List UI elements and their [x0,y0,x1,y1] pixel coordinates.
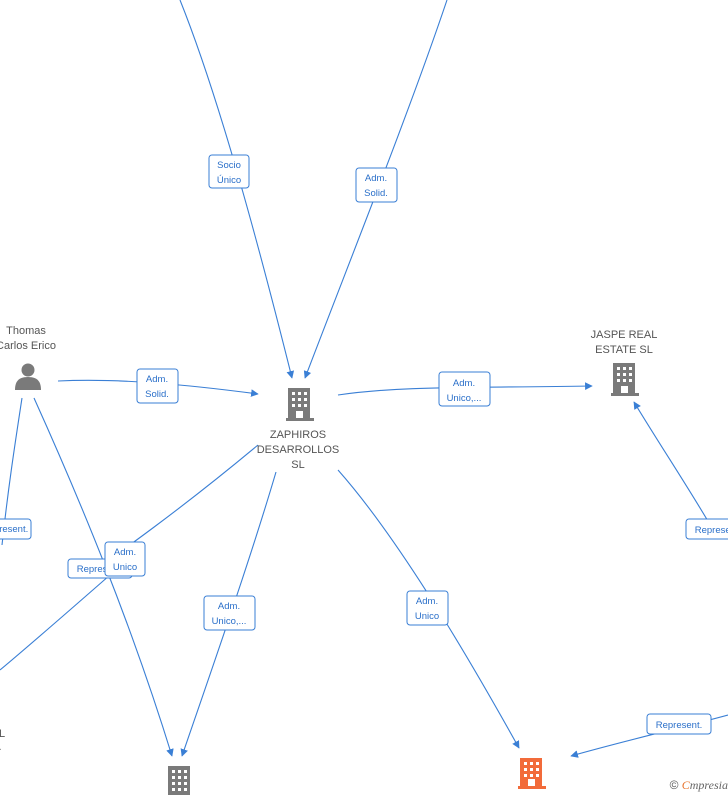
zaphiros-node[interactable]: ZAPHIROS DESARROLLOS SL [257,388,340,471]
edge-label-line: Unico [415,611,439,622]
zaphiros-line3: SL [291,459,304,471]
edge-label-line: Adm. [453,378,475,389]
edge-represent-left [0,574,111,671]
edge-label-line: Único [217,175,241,186]
edge-label-represent-bottom-right[interactable]: Represent. [646,713,712,735]
edge-label-line: Represent. [0,524,28,535]
edge-label-line: Adm. [114,547,136,558]
bottom-company-node[interactable] [168,766,190,795]
edge-label-line: Unico,... [447,393,482,404]
edge-label-adm-unico-jaspe[interactable]: Adm. Unico,... [438,371,491,407]
building-icon [286,388,314,421]
brand-rest: mpresia [689,778,728,792]
building-icon [611,363,639,396]
edge-socio-unico [179,0,295,379]
edge-label-line: Adm. [146,374,168,385]
edge-label-line: Solid. [364,188,388,199]
building-icon [518,758,546,789]
edge-label-represent-left[interactable]: Represent. [0,518,32,540]
zaphiros-line2: DESARROLLOS [257,444,340,456]
zaphiros-line1: ZAPHIROS [270,429,326,441]
edge-label-adm-unico-orange[interactable]: Adm. Unico [406,590,449,626]
building-icon [168,766,190,795]
empresia-watermark: © Cmpresia [670,778,728,793]
copyright-symbol: © [669,778,679,792]
edge-label-line: Unico,... [212,616,247,627]
edge-label-adm-solid-top[interactable]: Adm. Solid. [355,167,398,203]
edge-label-adm-solid-person[interactable]: Adm. Solid. [136,368,179,404]
jaspe-line2: ESTATE SL [595,344,653,356]
edge-label-line: Unico [113,562,137,573]
partial-left-node[interactable]: L . [0,728,5,753]
brand-initial: C [681,778,690,792]
jaspe-line1: JASPE REAL [591,329,658,341]
edge-label-line: Represent. [695,525,728,536]
edge-label-line: Socio [217,160,241,171]
edge-label-adm-unico-mid[interactable]: Adm. Unico [104,541,146,577]
jaspe-node[interactable]: JASPE REAL ESTATE SL [591,329,658,396]
person-node[interactable]: Thomas Carlos Erico [0,325,56,390]
edge-label-line: Adm. [416,596,438,607]
edge-label-line: Adm. [365,173,387,184]
person-name-line2: Carlos Erico [0,340,56,352]
person-name-line1: Thomas [6,325,46,337]
edge-label-line: Adm. [218,601,240,612]
person-icon [15,363,41,390]
partial-left-line1: L [0,728,5,740]
highlight-company-node[interactable] [518,758,546,789]
edge-right-jaspe [633,401,713,529]
edge-label-adm-unico-bottom[interactable]: Adm. Unico,... [203,595,256,631]
edge-label-represent-right[interactable]: Represent. [685,518,728,540]
edge-label-line: Solid. [145,389,169,400]
edge-label-line: Represent. [656,720,702,731]
edge-label-socio-unico[interactable]: Socio Único [208,154,250,189]
edge-label-line: Represent. [77,564,123,575]
partial-left-line2: . [0,741,2,753]
